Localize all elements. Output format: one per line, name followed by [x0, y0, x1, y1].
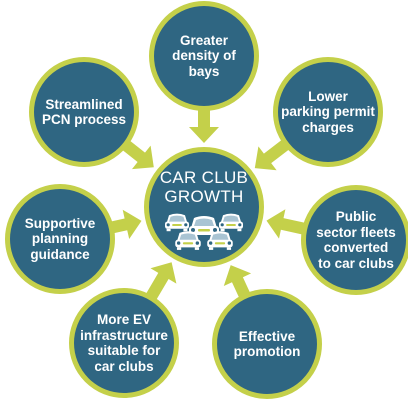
car-group-icon — [165, 213, 243, 250]
hub-label: CAR CLUB GROWTH — [134, 166, 274, 208]
satellite-label-pcn-line-2: PCN process — [41, 112, 127, 127]
satellite-label-ev-line-3: suitable for — [87, 343, 161, 358]
satellite-circle-ev — [69, 288, 179, 398]
satellite-label-planning-line-3: guidance — [30, 246, 90, 262]
satellite-circle-promotion — [212, 289, 322, 399]
satellite-label-fleets-line-1: Public — [335, 209, 377, 224]
satellite-label-fleets-line-2: sector fleets — [316, 224, 396, 240]
hub-label-line-1: CAR CLUB — [159, 168, 249, 187]
satellite-label-permit-line-3: charges — [302, 119, 354, 135]
satellite-label-density-line-3: bays — [188, 63, 220, 79]
satellite-label-density-line-2: density of — [172, 48, 236, 64]
arrow-density — [189, 105, 219, 143]
satellite-label-fleets-line-3: converted — [323, 240, 389, 255]
arrow-promotion — [223, 265, 252, 302]
satellite-circle-density — [149, 1, 259, 111]
satellite-label-ev: More EV infrastructure suitable for car … — [64, 310, 184, 376]
satellite-circle-permit — [273, 57, 383, 167]
satellite-label-ev-line-4: car clubs — [94, 358, 154, 374]
satellite-circle-fleets — [301, 185, 408, 295]
satellite-label-permit-line-1: Lower — [308, 88, 348, 104]
satellite-label-density-line-1: Greater — [179, 32, 229, 48]
arrow-permit — [254, 137, 293, 171]
satellite-label-density: Greater density of bays — [144, 30, 264, 82]
satellite-label-promotion-line-2: promotion — [233, 344, 301, 359]
satellite-label-fleets: Public sector fleets converted to car cl… — [296, 207, 408, 273]
satellite-circle-pcn — [29, 57, 139, 167]
arrow-fleets — [266, 209, 310, 239]
satellite-label-pcn-line-1: Streamlined — [45, 96, 123, 112]
satellite-label-pcn: Streamlined PCN process — [24, 92, 144, 132]
satellite-label-permit-line-2: parking permit — [281, 104, 375, 120]
satellite-label-planning: Supportive planning guidance — [0, 213, 120, 265]
satellite-circle-planning — [5, 184, 115, 294]
satellite-label-promotion-line-1: Effective — [238, 328, 296, 344]
arrow-ev — [143, 262, 177, 304]
hub-label-line-2: GROWTH — [164, 187, 244, 206]
satellite-label-planning-line-1: Supportive — [24, 215, 96, 231]
satellite-label-planning-line-2: planning — [31, 231, 89, 247]
satellite-label-permit: Lower parking permit charges — [268, 86, 388, 138]
satellite-label-ev-line-1: More EV — [96, 312, 151, 327]
hub-circle — [144, 147, 264, 267]
satellite-label-promotion: Effective promotion — [207, 324, 327, 364]
arrow-planning — [106, 209, 142, 239]
satellite-label-ev-line-2: infrastructure — [80, 327, 168, 343]
satellite-label-fleets-line-4: to car clubs — [318, 255, 394, 271]
